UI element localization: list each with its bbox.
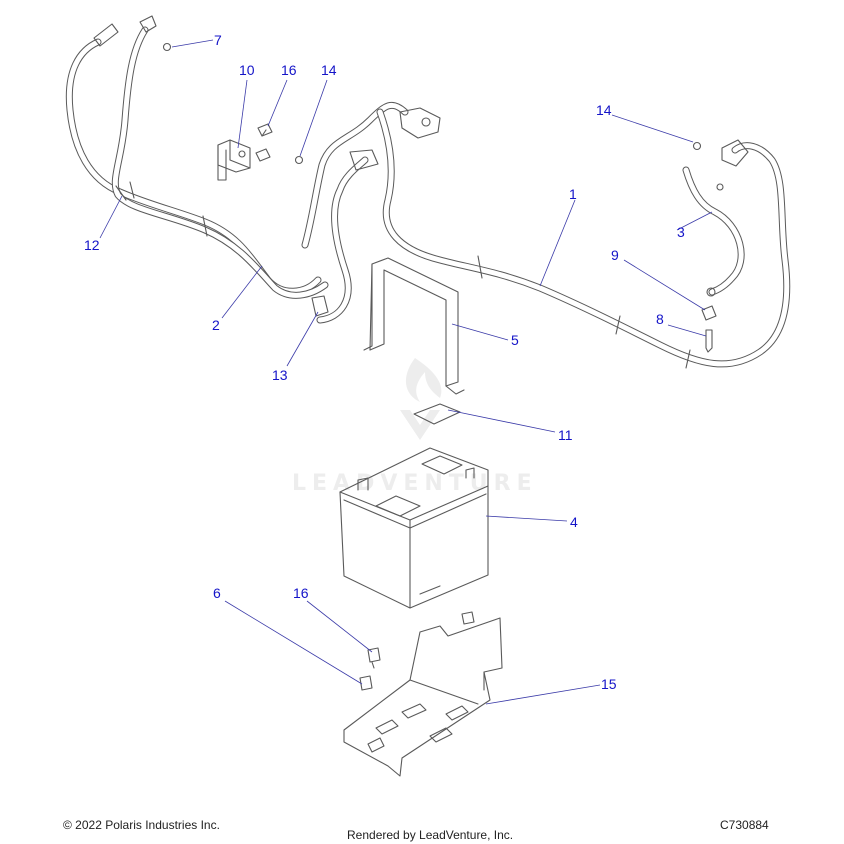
callout-15[interactable]: 15 (601, 676, 617, 692)
battery (339, 447, 489, 609)
callout-9[interactable]: 9 (611, 247, 619, 263)
callout-6[interactable]: 6 (213, 585, 221, 601)
callout-16-bottom[interactable]: 16 (293, 585, 309, 601)
leader-lines (99, 39, 713, 705)
callout-11[interactable]: 11 (558, 427, 573, 443)
harness-left (65, 15, 329, 299)
pad-part-11 (413, 403, 461, 425)
callout-5[interactable]: 5 (511, 332, 519, 348)
battery-tray (343, 617, 503, 777)
callout-14-right[interactable]: 14 (596, 102, 612, 118)
rendered-by-text: Rendered by LeadVenture, Inc. (347, 828, 514, 842)
callouts: 7 10 16 14 14 1 3 9 8 12 2 13 5 11 4 6 1… (84, 32, 685, 692)
callout-13[interactable]: 13 (272, 367, 288, 383)
callout-10[interactable]: 10 (239, 62, 255, 78)
callout-8[interactable]: 8 (656, 311, 664, 327)
callout-3[interactable]: 3 (677, 224, 685, 240)
callout-7[interactable]: 7 (214, 32, 222, 48)
callout-2[interactable]: 2 (212, 317, 220, 333)
callout-16-top[interactable]: 16 (281, 62, 297, 78)
harness-center (301, 101, 441, 324)
callout-4[interactable]: 4 (570, 514, 578, 530)
watermark-text: LEADVENTURE (292, 471, 538, 496)
relay-bracket (217, 139, 251, 181)
diagram-code: C730884 (720, 818, 769, 832)
callout-14-left[interactable]: 14 (321, 62, 337, 78)
watermark-logo (400, 358, 442, 440)
callout-12[interactable]: 12 (84, 237, 100, 253)
harness-main (376, 108, 791, 369)
battery-holddown (363, 257, 465, 395)
fasteners (162, 42, 724, 691)
cable-part-3 (682, 166, 745, 297)
callout-1[interactable]: 1 (569, 186, 577, 202)
copyright-text: © 2022 Polaris Industries Inc. (63, 818, 220, 832)
